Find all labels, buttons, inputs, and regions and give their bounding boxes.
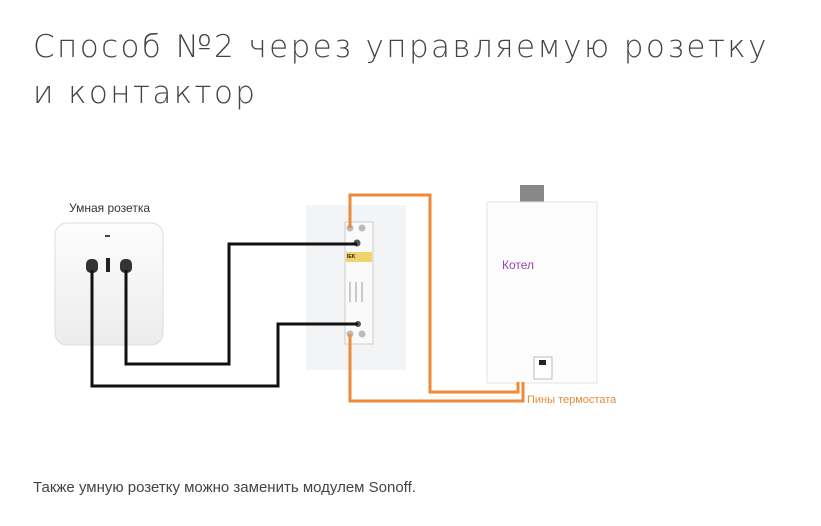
smart-socket <box>54 222 164 346</box>
wiring-diagram: Умная розетка IEK Котел Пины термостата <box>54 185 617 406</box>
caption-text: Также умную розетку можно заменить модул… <box>33 479 416 496</box>
socket-label: Умная розетка <box>69 201 150 215</box>
contactor-brand: IEK <box>347 254 356 260</box>
thermostat-pins-label: Пины термостата <box>527 394 617 406</box>
contactor: IEK <box>306 205 406 370</box>
boiler <box>486 185 598 384</box>
page-title: Способ №2 через управляемую розетку и ко… <box>33 29 769 111</box>
black-wires <box>90 242 358 388</box>
orange-wires <box>348 193 525 403</box>
boiler-label: Котел <box>502 258 534 272</box>
